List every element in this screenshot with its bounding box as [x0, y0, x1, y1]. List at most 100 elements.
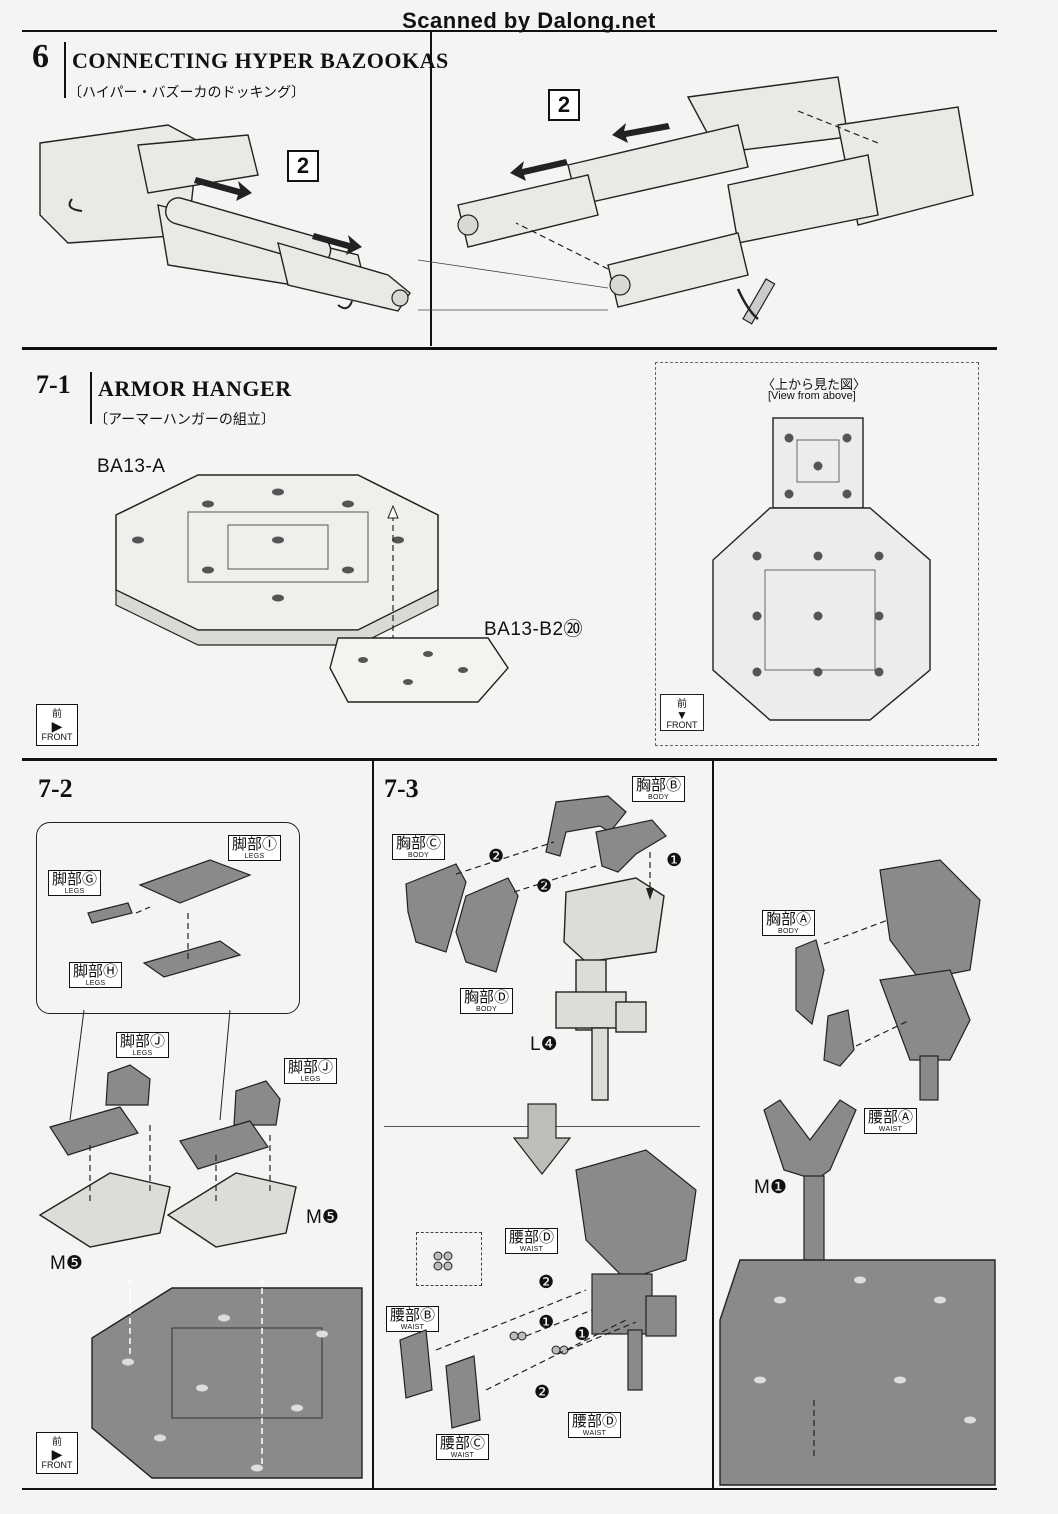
step71-title: ARMOR HANGER: [98, 376, 292, 401]
tag-legs-i-en: LEGS: [244, 853, 265, 860]
tag-legs-j-left: 脚部Ⓙ LEGS: [116, 1032, 170, 1058]
tag-waist-d-top: 腰部Ⓓ WAIST: [505, 1228, 559, 1254]
label-m5-left: M❺: [50, 1253, 83, 1274]
label-m5-right: M❺: [306, 1207, 339, 1228]
step6-number: 6: [32, 38, 49, 75]
label-m1: M❶: [754, 1177, 787, 1198]
front-badge-en: FRONT: [41, 732, 73, 742]
tag-body-d: 胸部Ⓓ BODY: [460, 988, 514, 1014]
divider-bottom: [22, 1488, 997, 1490]
legs-parts-illustration: [38, 859, 297, 1248]
top-view-subtitle: [View from above]: [768, 390, 856, 402]
tag-body-a-en: BODY: [777, 928, 800, 935]
waist-parts-illustration: ❷ ❶ ❶ ❷: [399, 1149, 697, 1429]
top-view-illustration: [712, 417, 931, 721]
tag-waist-a: 腰部Ⓐ WAIST: [864, 1108, 918, 1134]
order-1-icon-b: ❶: [538, 1312, 554, 1333]
front-arrow-icon: ▶: [51, 718, 63, 734]
tag-legs-j-left-en: LEGS: [132, 1050, 153, 1057]
step6-title: CONNECTING HYPER BAZOOKAS: [72, 48, 449, 73]
joint-detail-box: [416, 1232, 482, 1286]
step6-guide-lines: [417, 259, 609, 311]
step6-callout-right: 2: [548, 89, 580, 121]
tag-waist-d-bottom-en: WAIST: [582, 1430, 607, 1437]
bazooka-left-illustration: [39, 124, 411, 312]
step6-callout-left: 2: [287, 150, 319, 182]
order-1-icon: ❶: [666, 850, 682, 871]
top-view-title: 〈上から見た図〉: [762, 377, 867, 392]
top-view-front-jp: 前: [677, 699, 687, 710]
tag-waist-d-bottom: 腰部Ⓓ WAIST: [568, 1412, 622, 1438]
tag-legs-h-en: LEGS: [85, 980, 106, 987]
tag-body-c-en: BODY: [407, 852, 430, 859]
tag-legs-h-jp: 脚部Ⓗ: [73, 963, 119, 980]
order-2-icon: ❷: [488, 846, 504, 867]
front-badge-jp: 前: [52, 709, 62, 720]
tag-legs-j-left-jp: 脚部Ⓙ: [120, 1033, 166, 1050]
step6-title-bar: [64, 42, 66, 98]
tag-body-b-jp: 胸部Ⓑ: [636, 777, 682, 794]
scan-watermark: Scanned by Dalong.net: [402, 8, 656, 33]
step6-subtitle: 〔ハイパー・バズーカのドッキング〕: [68, 84, 306, 100]
step72-callout-leaders: [69, 1009, 231, 1121]
tag-legs-i: 脚部Ⓘ LEGS: [228, 835, 282, 861]
front-badge-step71: 前 ▶ FRONT: [36, 704, 78, 746]
tag-waist-a-jp: 腰部Ⓐ: [868, 1109, 914, 1126]
order-2-icon-d: ❷: [534, 1382, 550, 1403]
final-assembly-illustration: [719, 859, 996, 1486]
tag-legs-j-right-jp: 脚部Ⓙ: [288, 1059, 334, 1076]
top-view-panel: [655, 362, 979, 746]
tag-legs-j-right-en: LEGS: [300, 1076, 321, 1083]
armor-hanger-base-illustration: [115, 474, 509, 703]
top-view-front-marker: 前 ▼ FRONT: [660, 694, 704, 731]
tag-body-d-en: BODY: [475, 1006, 498, 1013]
divider-step72-73: [372, 760, 374, 1488]
step72-number: 7-2: [38, 774, 73, 803]
divider-step71: [22, 347, 997, 350]
front-badge-step72-en: FRONT: [41, 1460, 73, 1470]
label-l4: L❹: [530, 1034, 558, 1055]
tag-waist-d-top-jp: 腰部Ⓓ: [509, 1229, 555, 1246]
order-2-icon-c: ❷: [538, 1272, 554, 1293]
part-code-ba13-b2: BA13-B2⑳: [484, 619, 584, 640]
down-arrow-icon-step73: [512, 1103, 572, 1175]
part-code-ba13-a: BA13-A: [97, 456, 166, 477]
tag-body-b-en: BODY: [647, 794, 670, 801]
tag-waist-c-jp: 腰部Ⓒ: [440, 1435, 486, 1452]
tag-body-d-jp: 胸部Ⓓ: [464, 989, 510, 1006]
step71-title-bar: [90, 372, 92, 424]
top-view-front-en: FRONT: [666, 720, 698, 730]
tag-legs-g-en: LEGS: [64, 888, 85, 895]
tag-body-a-jp: 胸部Ⓐ: [766, 911, 812, 928]
body-parts-illustration: ❶ ❷ ❷: [405, 795, 682, 1101]
tag-body-c-jp: 胸部Ⓒ: [396, 835, 442, 852]
divider-top: [22, 30, 997, 32]
tag-waist-b-en: WAIST: [400, 1324, 425, 1331]
tag-waist-d-bottom-jp: 腰部Ⓓ: [572, 1413, 618, 1430]
order-1-icon-c: ❶: [574, 1324, 590, 1345]
tag-legs-h: 脚部Ⓗ LEGS: [69, 962, 123, 988]
front-badge-step72: 前 ▶ FRONT: [36, 1432, 78, 1474]
divider-step72: [22, 758, 997, 761]
tag-waist-c-en: WAIST: [450, 1452, 475, 1459]
tag-waist-b: 腰部Ⓑ WAIST: [386, 1306, 440, 1332]
tag-waist-c: 腰部Ⓒ WAIST: [436, 1434, 490, 1460]
step71-number: 7-1: [36, 370, 71, 399]
tag-waist-b-jp: 腰部Ⓑ: [390, 1307, 436, 1324]
front-arrow-icon-step72: ▶: [51, 1446, 63, 1462]
tag-body-a: 胸部Ⓐ BODY: [762, 910, 816, 936]
order-2-icon-b: ❷: [536, 876, 552, 897]
step71-subtitle: 〔アーマーハンガーの組立〕: [94, 411, 275, 427]
tag-body-b: 胸部Ⓑ BODY: [632, 776, 686, 802]
tag-legs-g-jp: 脚部Ⓖ: [52, 871, 98, 888]
bazooka-right-illustration: [457, 76, 974, 325]
tag-waist-a-en: WAIST: [878, 1126, 903, 1133]
divider-step73-74: [712, 760, 714, 1488]
tag-legs-i-jp: 脚部Ⓘ: [232, 836, 278, 853]
front-badge-step72-jp: 前: [52, 1437, 62, 1448]
step73-number: 7-3: [384, 774, 419, 803]
divider-step6-middle: [430, 30, 432, 346]
step72-base-illustration: [91, 1278, 363, 1479]
down-arrow-icon: ▼: [676, 708, 688, 722]
tag-waist-d-top-en: WAIST: [519, 1246, 544, 1253]
